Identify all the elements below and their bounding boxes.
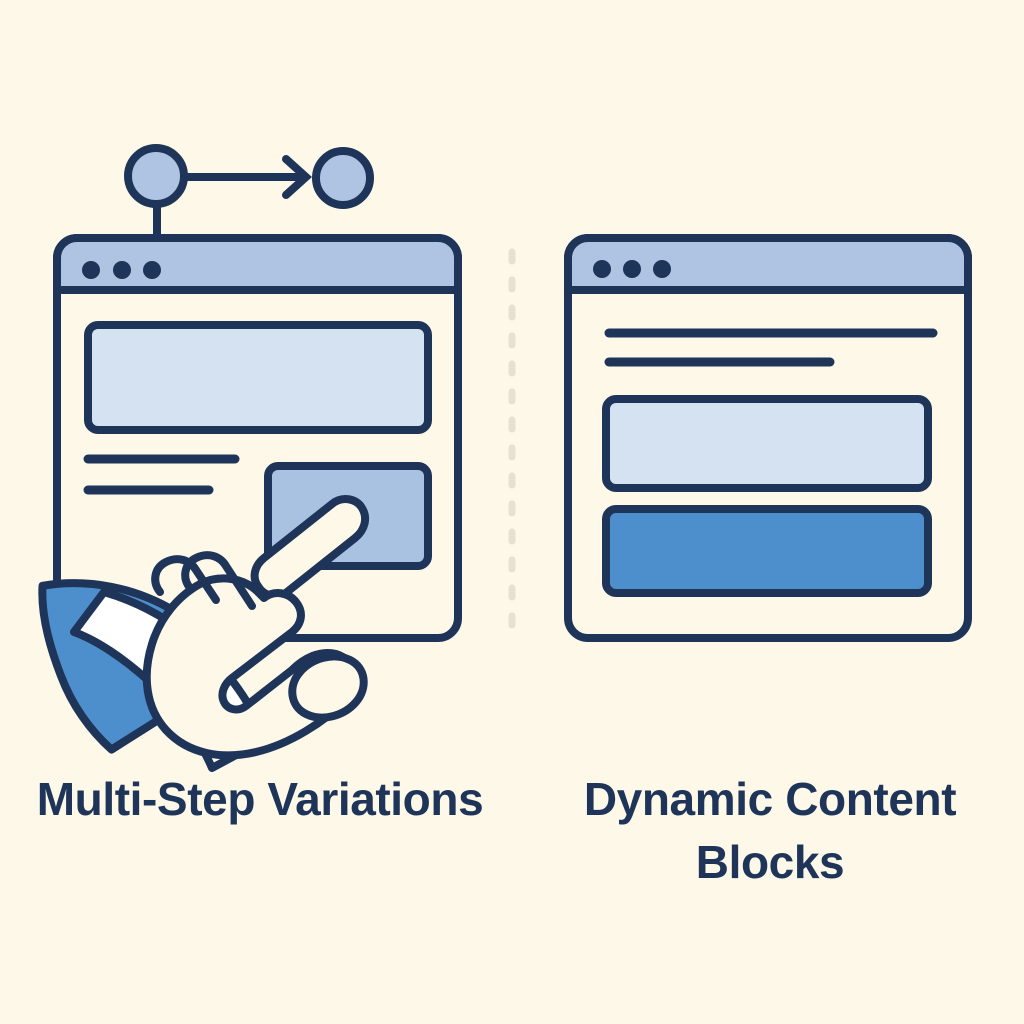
right-content-block-light[interactable] xyxy=(602,395,932,492)
right-content-block-strong[interactable] xyxy=(602,505,932,597)
hand-thumb xyxy=(288,652,368,722)
flow-node-two[interactable] xyxy=(312,147,374,209)
right-window-titlebar xyxy=(564,234,972,294)
flow-node-one[interactable] xyxy=(124,144,188,208)
hand-middle-finger xyxy=(181,551,256,610)
right-browser-window[interactable] xyxy=(564,234,972,642)
flow-arrow-head xyxy=(282,155,312,199)
right-titlebar-dot-one[interactable] xyxy=(593,260,611,278)
right-panel-caption: Dynamic Content Blocks xyxy=(583,773,957,889)
left-panel-caption: Multi-Step Variations xyxy=(36,773,484,825)
right-titlebar-dot-three[interactable] xyxy=(653,260,671,278)
hand-ring-finger xyxy=(151,555,220,604)
left-titlebar-dot-one[interactable] xyxy=(82,261,100,279)
left-titlebar-dot-two[interactable] xyxy=(113,261,131,279)
pointing-hand-cursor xyxy=(38,495,370,772)
left-titlebar-dot-three[interactable] xyxy=(143,261,161,279)
right-titlebar-dot-two[interactable] xyxy=(623,260,641,278)
left-hero-placeholder-block[interactable] xyxy=(84,321,432,434)
